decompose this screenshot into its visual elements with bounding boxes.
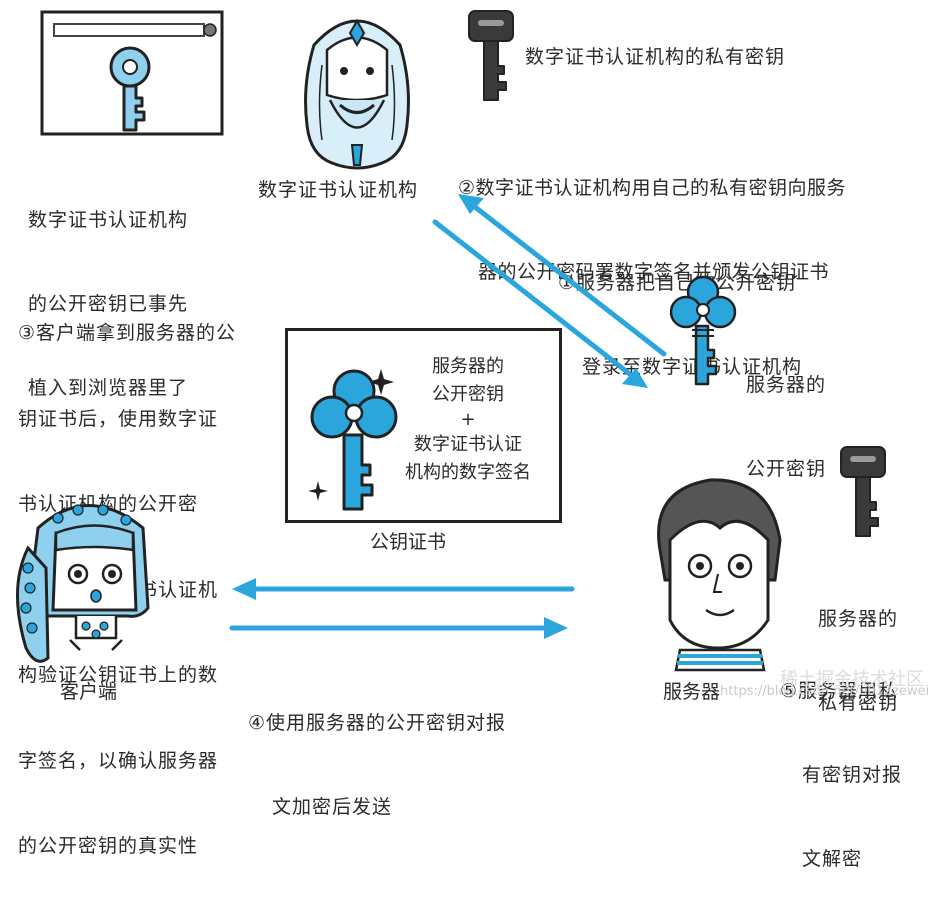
arrow-server-to-client bbox=[232, 578, 575, 600]
browser-note: 数字证书认证机构 的公开密钥已事先 植入到浏览器里了 bbox=[28, 150, 188, 430]
certificate-line-2: 公开密钥 bbox=[432, 384, 504, 405]
browser-note-line-2: 的公开密钥已事先 bbox=[28, 293, 189, 315]
browser-note-line-3: 植入到浏览器里了 bbox=[28, 377, 189, 399]
browser-note-line-1: 数字证书认证机构 bbox=[28, 209, 189, 231]
certificate-key-icon bbox=[308, 369, 398, 511]
public-key-certificate: 服务器的 公开密钥 + 数字证书认证 机构的数字签名 bbox=[285, 328, 562, 523]
watermark-site: 稀土掘金技术社区 bbox=[780, 669, 924, 690]
server-public-key-line-2: 公开密钥 bbox=[746, 458, 827, 480]
ca-private-key-icon bbox=[468, 10, 514, 101]
step4-text: ④使用服务器的公开密钥对报 文加密后发送 bbox=[248, 653, 506, 849]
certificate-caption: 公钥证书 bbox=[370, 531, 447, 553]
step3-line-1: ③客户端拿到服务器的公 bbox=[18, 322, 237, 344]
certificate-plus: + bbox=[460, 409, 476, 430]
server-public-key-line-1: 服务器的 bbox=[746, 374, 827, 396]
server-label: 服务器 bbox=[663, 681, 721, 703]
client-avatar bbox=[15, 504, 150, 663]
certificate-content: 服务器的 公开密钥 + 数字证书认证 机构的数字签名 bbox=[388, 353, 548, 487]
step3-line-5: 构验证公钥证书上的数 bbox=[18, 664, 219, 686]
ca-private-key-label: 数字证书认证机构的私有密钥 bbox=[525, 46, 786, 68]
step4-line-2: 文加密后发送 bbox=[272, 796, 393, 818]
server-private-key-icon bbox=[840, 446, 886, 537]
ca-avatar bbox=[304, 19, 410, 170]
step2-line-1: ②数字证书认证机构用自己的私有密钥向服务 bbox=[458, 177, 847, 199]
step3-line-3: 书认证机构的公开密 bbox=[18, 493, 199, 515]
step5-line-1: ⑤服务器用私 bbox=[780, 680, 899, 702]
browser-embedded-key-icon bbox=[109, 46, 151, 132]
step5-line-2: 有密钥对报 bbox=[802, 764, 903, 786]
step5-line-3: 文解密 bbox=[802, 848, 863, 870]
arrow-client-to-server bbox=[229, 617, 568, 639]
browser-window bbox=[40, 10, 226, 138]
step5-text: ⑤服务器用私 有密钥对报 文解密 bbox=[780, 621, 902, 901]
step4-line-1: ④使用服务器的公开密钥对报 bbox=[248, 712, 507, 734]
certificate-line-4: 机构的数字签名 bbox=[405, 462, 531, 483]
server-private-key-line-1: 服务器的 bbox=[818, 608, 899, 630]
server-public-key-label: 服务器的 公开密钥 bbox=[746, 315, 826, 511]
step3-line-7: 的公开密钥的真实性 bbox=[18, 835, 199, 857]
certificate-line-3: 数字证书认证 bbox=[414, 434, 522, 455]
client-label: 客户端 bbox=[60, 681, 118, 703]
step3-line-2: 钥证书后，使用数字证 bbox=[18, 407, 219, 430]
step3-line-6: 字签名，以确认服务器 bbox=[18, 749, 219, 772]
ca-label: 数字证书认证机构 bbox=[258, 179, 419, 201]
server-public-key-icon bbox=[669, 275, 737, 386]
server-avatar bbox=[657, 478, 782, 672]
certificate-line-1: 服务器的 bbox=[432, 356, 504, 377]
watermark-url: https://blog.csdn.net/u012zewei bbox=[720, 684, 930, 699]
